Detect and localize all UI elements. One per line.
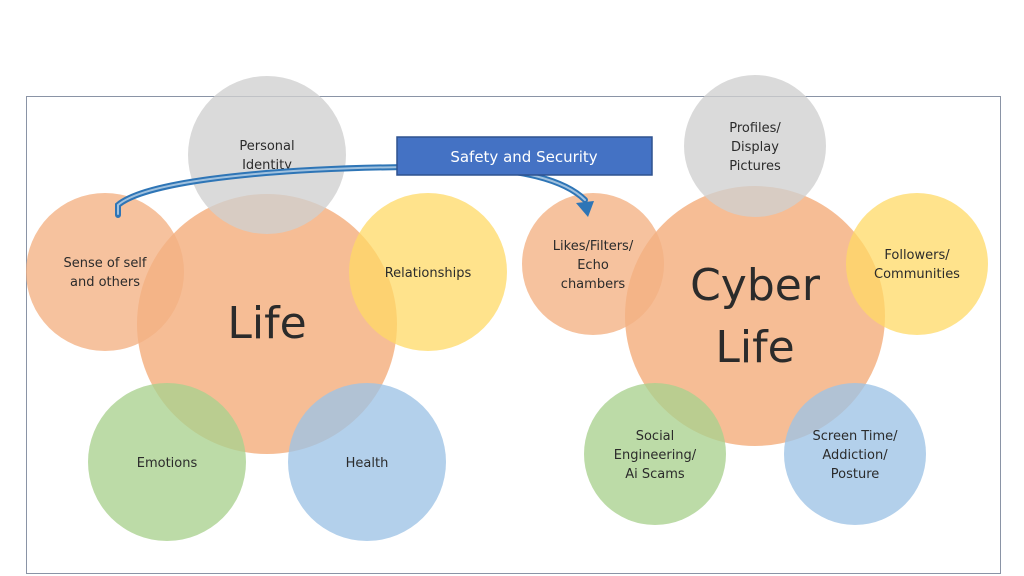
life-center-label-line: Life bbox=[227, 298, 306, 349]
social-engineering-label-line: Engineering/ bbox=[614, 448, 697, 463]
connector-arrow bbox=[115, 163, 594, 218]
profiles-label-line: Profiles/ bbox=[729, 121, 781, 136]
safety-banner-label: Safety and Security bbox=[450, 148, 597, 166]
relationships-label: Relationships bbox=[385, 266, 472, 281]
sense-of-self-label-line: and others bbox=[70, 275, 140, 290]
life-center-label: Life bbox=[227, 298, 306, 349]
sense-of-self-circle bbox=[26, 193, 184, 351]
arrowhead-icon bbox=[576, 201, 594, 217]
followers-label: Followers/Communities bbox=[874, 248, 960, 282]
content-frame bbox=[26, 96, 1001, 574]
likes-filters-label: Likes/Filters/Echo chambers bbox=[553, 239, 634, 292]
profiles-label-line: Pictures bbox=[729, 159, 781, 174]
connector-arc-highlight bbox=[117, 165, 586, 215]
emotions-label: Emotions bbox=[137, 456, 198, 471]
cyber-life-center-label-line: Cyber bbox=[690, 260, 821, 311]
likes-filters-circle bbox=[522, 193, 664, 335]
likes-filters-label-line: Likes/Filters/ bbox=[553, 239, 634, 254]
social-engineering-label-line: Ai Scams bbox=[625, 467, 685, 482]
likes-filters-label-line: Echo bbox=[577, 258, 609, 273]
health-label-line: Health bbox=[346, 456, 389, 471]
health-circle bbox=[288, 383, 446, 541]
sense-of-self-label-line: Sense of self bbox=[63, 256, 146, 271]
safety-banner-box bbox=[396, 136, 653, 176]
profiles-circle bbox=[684, 75, 826, 217]
social-engineering-circle bbox=[584, 383, 726, 525]
screen-time-circle bbox=[784, 383, 926, 525]
profiles-label-line: Display bbox=[731, 140, 779, 155]
emotions-circle bbox=[88, 383, 246, 541]
sense-of-self-label: Sense of self and others bbox=[63, 256, 146, 290]
relationships-label-line: Relationships bbox=[385, 266, 472, 281]
social-engineering-label-line: Social bbox=[636, 429, 675, 444]
followers-label-line: Communities bbox=[874, 267, 960, 282]
safety-banner: Safety and Security bbox=[396, 136, 653, 176]
relationships-circle bbox=[349, 193, 507, 351]
screen-time-label-line: Addiction/ bbox=[822, 448, 888, 463]
cyber-life-center-circle bbox=[625, 186, 885, 446]
likes-filters-label-line: chambers bbox=[561, 277, 626, 292]
followers-label-line: Followers/ bbox=[884, 248, 950, 263]
screen-time-label-line: Posture bbox=[831, 467, 880, 482]
screen-time-label-line: Screen Time/ bbox=[812, 429, 898, 444]
screen-time-label: Screen Time/Addiction/Posture bbox=[812, 429, 898, 482]
life-center-circle bbox=[137, 194, 397, 454]
personal-identity-circle bbox=[188, 76, 346, 234]
emotions-label-line: Emotions bbox=[137, 456, 198, 471]
personal-identity-label-line: Personal bbox=[239, 139, 294, 154]
cyber-life-center-label-line: Life bbox=[715, 322, 794, 373]
health-label: Health bbox=[346, 456, 389, 471]
followers-circle bbox=[846, 193, 988, 335]
